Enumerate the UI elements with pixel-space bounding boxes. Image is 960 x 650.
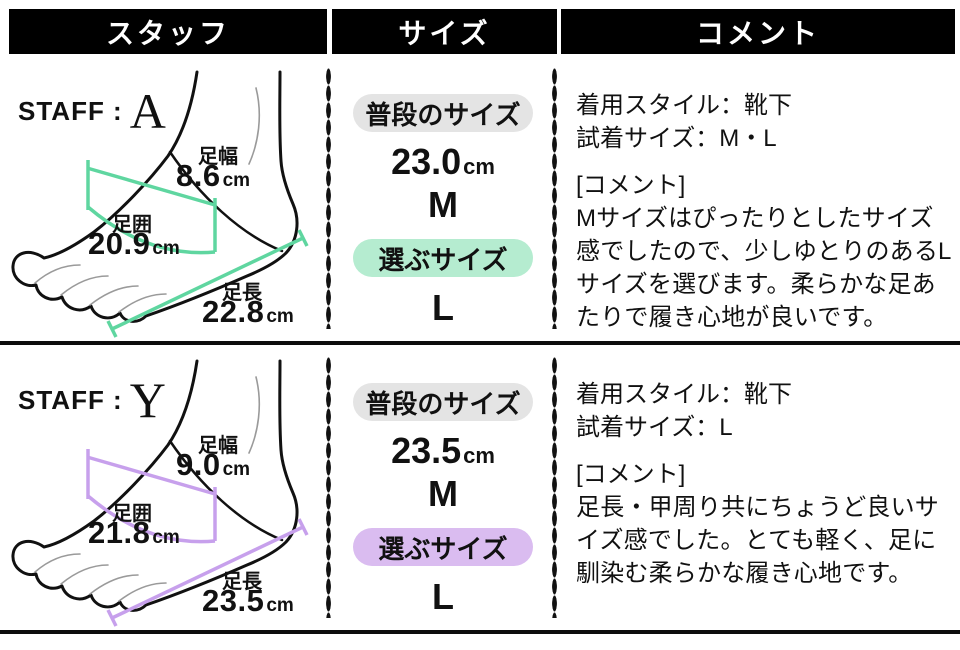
width-measure-line [86,455,216,496]
toe-separation-line [89,574,139,595]
foot-girth-value: 20.9 cm [88,226,180,261]
tried-sizes-line: 試着サイズ：L [576,414,733,441]
comment-heading: [コメント] [576,172,686,199]
dotted-separator [326,357,331,618]
toe-separation-line [34,264,81,284]
usual-size-letter: M [428,473,458,514]
length-measure-end-tick [297,229,309,247]
toe-separation-line [60,275,109,296]
usual-size-value: 23.0 cm [391,141,495,182]
width-measure-line [86,166,216,207]
comment-intro: 着用スタイル：靴下 試着サイズ：L [576,378,960,444]
foot-girth-label: 足囲 [112,214,152,236]
staff-name-prefix: STAFF : [18,95,123,126]
staff-cell: STAFF : A 足幅 8.6 cm 足囲 20.9 cm 足長 22.8 c… [0,56,330,341]
foot-girth-label: 足囲 [112,503,152,525]
column-header-staff: スタッフ [9,9,327,54]
foot-length-value: 22.8 cm [202,294,294,329]
staff-name-letter: A [129,83,166,139]
ankle-heel-crease [168,439,284,542]
staff-name-prefix: STAFF : [18,384,123,415]
chosen-size-badge: 選ぶサイズ [353,239,533,277]
comment-cell: 着用スタイル：靴下 試着サイズ：M・L [コメント] Mサイズはぴったりとしたサ… [556,56,960,341]
foot-width-value: 8.6 cm [176,158,251,193]
dotted-separator [326,68,331,329]
toe-separation-line [60,564,109,585]
staff-name-letter: Y [129,372,166,428]
foot-measurement-diagram [11,70,309,338]
length-measure-end-tick [297,518,309,536]
foot-outline [11,70,299,323]
foot-length-label: 足長 [222,282,262,304]
foot-measurement-diagram [11,359,309,627]
wearing-style-line: 着用スタイル：靴下 [576,92,792,119]
staff-row-y: STAFF : Y 足幅 9.0 cm 足囲 21.8 cm 足長 23.5 c… [0,345,960,630]
usual-size-value: 23.5 cm [391,430,495,471]
toe-separation-line [89,285,139,306]
dotted-separator [552,68,557,329]
length-measure-line [111,525,304,620]
comment-intro: 着用スタイル：靴下 試着サイズ：M・L [576,89,960,155]
ankle-heel-crease [168,150,284,253]
staff-name: STAFF : A [18,86,166,136]
staff-cell: STAFF : Y 足幅 9.0 cm 足囲 21.8 cm 足長 23.5 c… [0,345,330,630]
column-header-staff-label: スタッフ [105,17,230,49]
toe-separation-line [118,582,167,602]
wearing-style-line: 着用スタイル：靴下 [576,381,792,408]
length-measure-line [111,236,304,331]
foot-girth-value: 21.8 cm [88,515,180,550]
row-divider [0,341,960,345]
chosen-size-letter: L [432,576,454,617]
toe-separation-line [118,293,167,313]
girth-measure-arc [86,494,216,544]
comment-heading: [コメント] [576,461,686,488]
comment-cell: 着用スタイル：靴下 試着サイズ：L [コメント] 足長・甲周り共にちょうど良いサ… [556,345,960,630]
size-cell: 普段のサイズ 23.0 cm M 選ぶサイズ L [330,56,556,341]
usual-size-letter: M [428,184,458,225]
usual-size-badge: 普段のサイズ [353,94,533,132]
column-header-comment: コメント [561,9,955,54]
foot-length-label: 足長 [222,571,262,593]
staff-name: STAFF : Y [18,375,166,425]
foot-width-label: 足幅 [198,435,238,457]
foot-width-label: 足幅 [198,146,238,168]
toe-separation-line [34,553,81,573]
length-measure-end-tick [106,320,118,338]
column-header-size: サイズ [332,9,557,54]
bottom-border [0,630,960,634]
foot-width-value: 9.0 cm [176,447,251,482]
girth-measure-arc [86,205,216,255]
size-cell: 普段のサイズ 23.5 cm M 選ぶサイズ L [330,345,556,630]
comment-body: 足長・甲周り共にちょうど良いサイズ感でした。とても軽く、足に馴染む柔らかな履き心… [576,494,939,587]
chosen-size-letter: L [432,287,454,328]
chosen-size-badge: 選ぶサイズ [353,528,533,566]
dotted-separator [552,357,557,618]
leg-contour-line [248,87,261,165]
usual-size-badge: 普段のサイズ [353,383,533,421]
length-measure-end-tick [106,609,118,627]
foot-outline [11,359,299,612]
staff-row-a: STAFF : A 足幅 8.6 cm 足囲 20.9 cm 足長 22.8 c… [0,56,960,341]
comment-body: Mサイズはぴったりとしたサイズ感でしたので、少しゆとりのあるLサイズを選びます。… [576,205,952,331]
column-header-comment-label: コメント [695,17,820,49]
tried-sizes-line: 試着サイズ：M・L [576,125,777,152]
column-header-size-label: サイズ [398,17,491,49]
leg-contour-line [248,376,261,454]
foot-length-value: 23.5 cm [202,583,294,618]
